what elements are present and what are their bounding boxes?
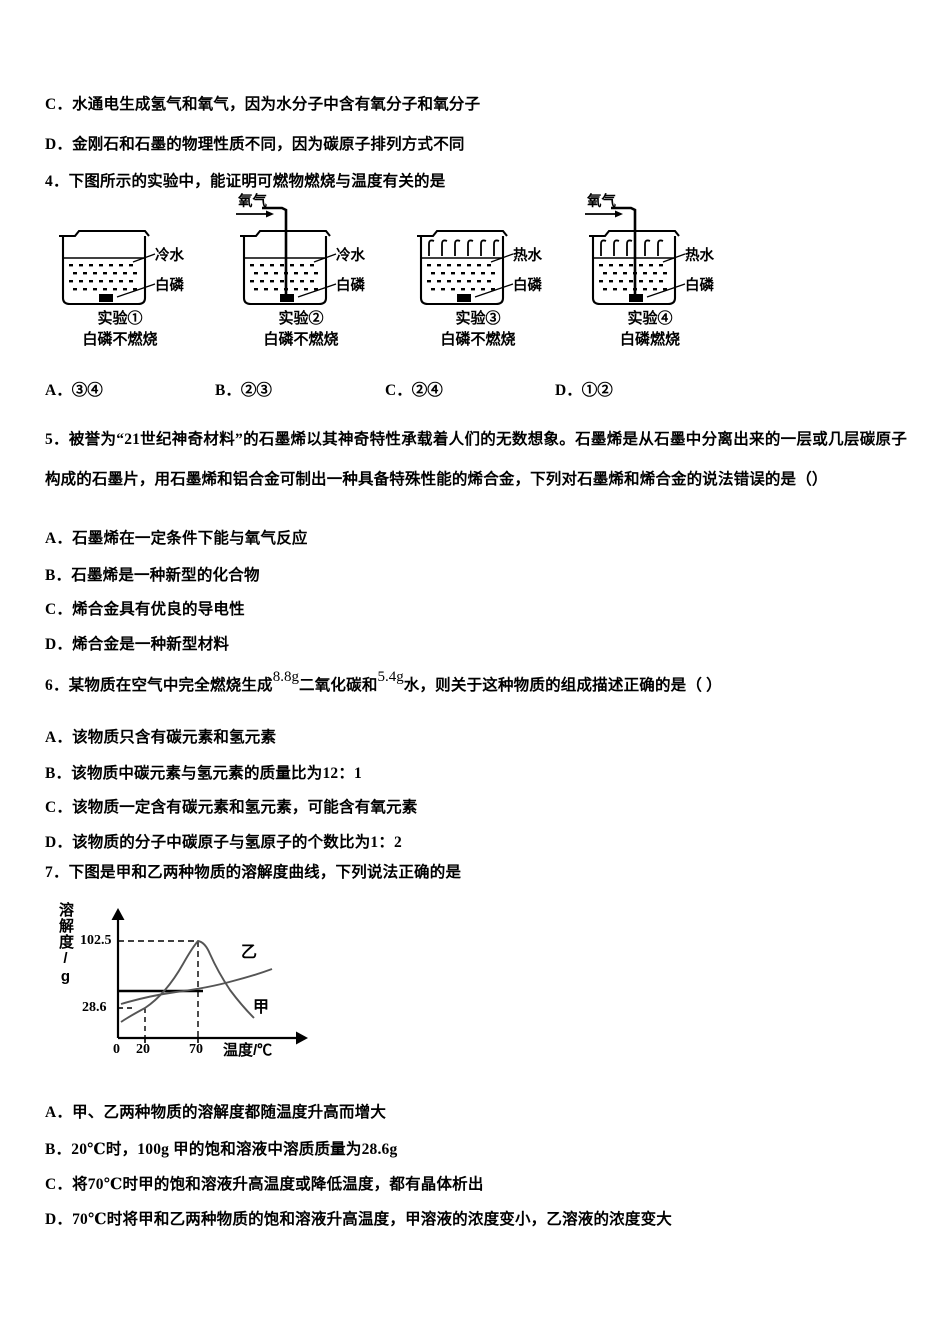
q6-option-b[interactable]: B．该物质中碳元素与氢元素的质量比为12：1 [45, 765, 362, 782]
q7-option-c[interactable]: C．将70℃时甲的饱和溶液升高温度或降低温度，都有晶体析出 [45, 1176, 484, 1193]
water-label-3: 热水 [513, 248, 542, 264]
q6-option-d[interactable]: D．该物质的分子中碳原子与氢原子的个数比为1：2 [45, 834, 402, 851]
chart-ylabel: 溶解度/g [57, 902, 80, 986]
phosphorus-label-3: 白磷 [513, 278, 542, 294]
q6-value-co2: 8.8g [272, 669, 300, 685]
beaker-svg-2 [236, 206, 337, 306]
experiment-index-2: 实验② [278, 310, 324, 327]
xtick-20: 20 [136, 1042, 150, 1057]
q5-option-b[interactable]: B．石墨烯是一种新型的化合物 [45, 567, 260, 584]
beaker-svg-3 [417, 229, 514, 306]
q4-option-b[interactable]: B．②③ [215, 382, 272, 399]
experiment-caption-2: 实验② 白磷不燃烧 [226, 308, 376, 351]
experiment-result-1: 白磷不燃烧 [82, 331, 158, 349]
q6-option-a[interactable]: A．该物质只含有碳元素和氢元素 [45, 729, 277, 746]
q5-stem: 5．被誉为“21世纪神奇材料”的石墨烯以其神奇特性承载着人们的无数想象。石墨烯是… [45, 431, 907, 488]
q5-option-a[interactable]: A．石墨烯在一定条件下能与氧气反应 [45, 530, 308, 547]
q6-option-c[interactable]: C．该物质一定含有碳元素和氢元素，可能含有氧元素 [45, 799, 418, 816]
phosphorus-label-4: 白磷 [685, 278, 714, 294]
water-label-1: 冷水 [155, 248, 184, 264]
oxygen-label-2: 氧气 [238, 194, 267, 210]
xtick-0: 0 [113, 1042, 120, 1057]
curve-label-yi: 乙 [241, 944, 258, 961]
experiment-item-4: 氧气 热水 白磷 实验④ 白磷燃烧 [575, 194, 745, 361]
curve-label-jia: 甲 [253, 999, 270, 1016]
q7-stem: 7．下图是甲和乙两种物质的溶解度曲线，下列说法正确的是 [45, 864, 462, 881]
beaker-diagram-4: 氧气 热水 白磷 [575, 194, 745, 314]
q4-option-a[interactable]: A．③④ [45, 382, 103, 399]
solubility-chart-svg [111, 908, 308, 1045]
q7-option-b[interactable]: B．20℃时，100g 甲的饱和溶液中溶质质量为28.6g [45, 1141, 398, 1158]
oxygen-label-4: 氧气 [587, 194, 616, 210]
experiment-caption-4: 实验④ 白磷燃烧 [575, 308, 725, 351]
experiment-caption-1: 实验① 白磷不燃烧 [45, 308, 195, 351]
q4-option-d[interactable]: D．①② [555, 382, 613, 399]
beaker-diagram-1: 冷水 白磷 [45, 196, 215, 314]
beaker-diagram-2: 氧气 冷水 白磷 [226, 194, 396, 314]
chart-xlabel: 温度/℃ [223, 1042, 273, 1059]
experiment-result-3: 白磷不燃烧 [440, 331, 516, 349]
ytick-102: 102.5 [80, 933, 112, 948]
curve-yi [120, 968, 273, 1005]
experiment-caption-3: 实验③ 白磷不燃烧 [403, 308, 553, 351]
q5-option-c[interactable]: C．烯合金具有优良的导电性 [45, 601, 245, 618]
q6-stem-part3: 水，则关于这种物质的组成描述正确的是（ ） [403, 677, 722, 694]
phosphorus-label-2: 白磷 [336, 278, 365, 294]
phosphorus-label-1: 白磷 [155, 278, 184, 294]
q4-option-c[interactable]: C．②④ [385, 382, 443, 399]
q6-value-h2o: 5.4g [377, 669, 404, 685]
q4-stem: 4．下图所示的实验中，能证明可燃物燃烧与温度有关的是 [45, 173, 446, 190]
experiment-item-2: 氧气 冷水 白磷 实验② 白磷不燃烧 [226, 194, 396, 361]
curve-jia [120, 939, 255, 1023]
chart-ylabel-text: 溶解度/g [57, 902, 74, 986]
q6-stem: 6．某物质在空气中完全燃烧生成8.8g二氧化碳和5.4g水，则关于这种物质的组成… [45, 669, 722, 697]
q6-stem-part2: 二氧化碳和 [299, 677, 378, 694]
xtick-70: 70 [189, 1042, 203, 1057]
oxygen-tube-2 [236, 206, 288, 296]
experiment-index-4: 实验④ [627, 310, 673, 327]
beaker-svg-1 [59, 229, 156, 306]
experiment-item-1: 冷水 白磷 实验① 白磷不燃烧 [45, 196, 215, 361]
water-label-4: 热水 [685, 248, 714, 264]
q5-option-d[interactable]: D．烯合金是一种新型材料 [45, 636, 230, 653]
experiment-index-1: 实验① [97, 310, 143, 327]
ytick-28: 28.6 [82, 1000, 107, 1015]
steam-marks-4 [600, 239, 664, 256]
experiment-index-3: 实验③ [455, 310, 501, 327]
experiment-figure: 冷水 白磷 实验① 白磷不燃烧 [45, 194, 745, 361]
q7-option-d[interactable]: D．70℃时将甲和乙两种物质的饱和溶液升高温度，甲溶液的浓度变小，乙溶液的浓度变… [45, 1211, 672, 1228]
water-label-2: 冷水 [336, 248, 365, 264]
experiment-result-2: 白磷不燃烧 [263, 331, 339, 349]
beaker-svg-4 [585, 206, 686, 306]
q4-options: A．③④ B．②③ C．②④ D．①② [45, 378, 725, 400]
beaker-diagram-3: 热水 白磷 [403, 196, 573, 314]
q3-option-d: D．金刚石和石墨的物理性质不同，因为碳原子排列方式不同 [45, 136, 465, 153]
solubility-curve-figure: 溶解度/g 102.5 [57, 898, 318, 1068]
experiment-item-3: 热水 白磷 实验③ 白磷不燃烧 [403, 196, 573, 361]
q7-option-a[interactable]: A．甲、乙两种物质的溶解度都随温度升高而增大 [45, 1104, 387, 1121]
oxygen-tube-4 [585, 206, 637, 296]
q3-option-c: C．水通电生成氢气和氧气，因为水分子中含有氧分子和氧分子 [45, 96, 481, 113]
experiment-result-4: 白磷燃烧 [619, 331, 680, 349]
steam-marks-3 [428, 239, 500, 256]
q6-stem-part1: 6．某物质在空气中完全燃烧生成 [45, 677, 273, 694]
